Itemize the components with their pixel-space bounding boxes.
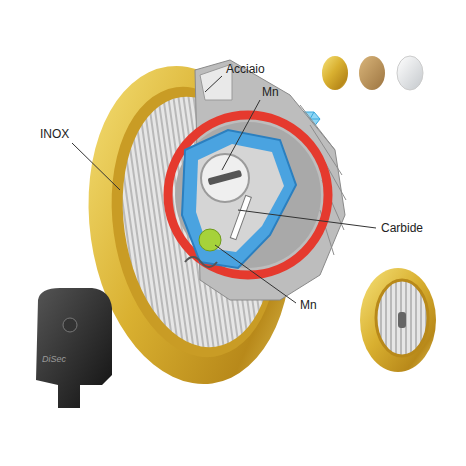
brand-logo: DiSec [42, 355, 66, 364]
part-label: Acciaio [226, 63, 265, 75]
part-label: INOX [40, 128, 69, 140]
part-label: Mn [300, 299, 317, 311]
part-label: Carbide [381, 222, 423, 234]
part-label: Mn [262, 86, 279, 98]
